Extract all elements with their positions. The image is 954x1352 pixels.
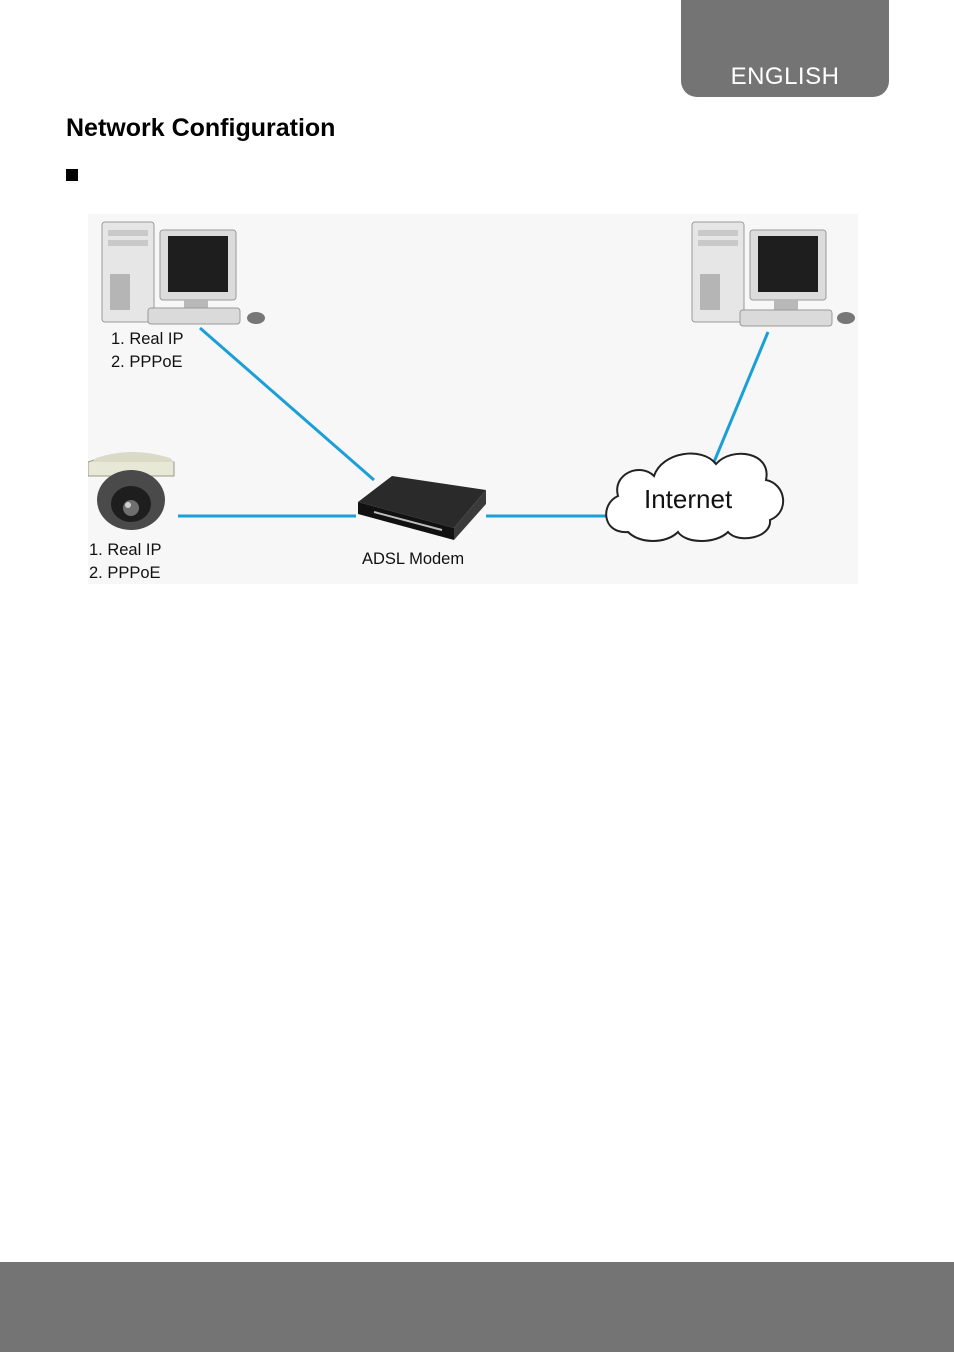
network-diagram-graphic [88,221,855,542]
link-internet-pc-right [712,331,770,463]
internet-label: Internet [644,484,733,514]
network-diagram: 1. Real IP 2. PPPoE 1. Real IP 2. PPPoE … [88,214,858,584]
page-title: Network Configuration [66,114,336,142]
pc-left-label-1: 1. Real IP [111,330,184,348]
modem-label: ADSL Modem [362,550,465,568]
ip-camera-icon [88,452,175,530]
pc-left-label-2: 2. PPPoE [111,353,183,371]
pc-right-icon [691,221,855,327]
camera-labels: 1. Real IP 2. PPPoE [89,539,161,585]
language-tab: ENGLISH [681,0,889,97]
bullet-square-icon [66,169,78,181]
link-pc-left-modem [199,326,375,482]
page-footer-bar [0,1262,954,1352]
pc-left-icon [101,221,265,325]
pc-left-labels: 1. Real IP 2. PPPoE [111,328,183,374]
camera-label-2: 2. PPPoE [89,564,161,582]
network-links [178,326,770,518]
adsl-modem-icon [358,476,486,540]
camera-label-1: 1. Real IP [89,541,162,559]
internet-cloud-icon [605,452,785,542]
language-tab-label: ENGLISH [730,63,840,90]
